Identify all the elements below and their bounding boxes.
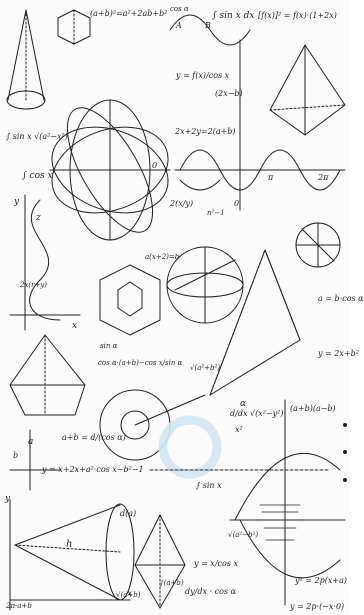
formula-label: √(a+b) <box>116 591 141 599</box>
formula-label: 0 <box>152 161 158 170</box>
formula-label: a <box>28 437 34 447</box>
formula-label: √(a²−b²) <box>228 531 259 539</box>
formula-label: y = x/cos x <box>194 559 238 568</box>
math-doodle-background: (a+b)²=a²+2ab+b² cos α ∫ sin x dx [f(x)]… <box>5 5 364 611</box>
formula-label: 2π·a+b <box>6 602 32 610</box>
polyhedron-sketch <box>99 264 161 336</box>
formula-label: a = b·cos α <box>318 294 364 303</box>
formula-label: 2x+2y=2(a+b) <box>175 127 236 136</box>
pentagon-pyramid <box>9 334 86 416</box>
formula-label: a(x+2)=b <box>145 253 180 261</box>
formula-label: x² <box>235 425 243 434</box>
wave-top <box>169 14 251 46</box>
formula-label: (a+b)(a−b) <box>290 404 336 413</box>
formula-label: 2x(r+y) <box>20 281 48 289</box>
formula-label: z <box>36 213 41 223</box>
formula-label: √(a²+b²) <box>190 364 221 372</box>
formula-label: π <box>268 173 274 182</box>
circle-radii-sketch <box>295 222 341 268</box>
formula-label: d(a) <box>120 509 137 518</box>
bullet-dots <box>343 423 347 482</box>
tetrahedron-sketch <box>209 249 301 396</box>
pyramid-sketch <box>269 44 346 136</box>
formula-label: (2x−b) <box>215 89 243 98</box>
formula-label: a+b = d/(cos α) <box>62 433 126 442</box>
formula-label: 0 <box>234 199 240 208</box>
formula-label: sin α <box>100 342 118 350</box>
sphere-sketch <box>166 246 244 324</box>
formula-label: ∫ sin x dx <box>212 11 255 21</box>
formula-label: [f(x)]² = f(x)·(1+2x) <box>258 11 337 20</box>
formula-label: ∫ sin x √(a²−x²) <box>6 132 68 141</box>
formula-label: (a+b)²=a²+2ab+b² <box>90 9 168 18</box>
formula-label: B <box>205 21 211 30</box>
formula-label: y = 2x+b² <box>318 349 359 358</box>
cone-lying <box>14 503 135 601</box>
watermark-logo <box>158 415 222 479</box>
formula-label: y² = 2p(x+a) <box>295 576 347 585</box>
formula-label: x <box>72 321 78 331</box>
formula-label: h <box>66 539 73 550</box>
shaded-graph <box>229 399 346 606</box>
orbit-ellipses <box>49 99 171 241</box>
formula-label: d/dx √(x²−y²) <box>230 409 284 418</box>
sine-graph <box>174 39 346 211</box>
formula-label: x <box>127 589 133 599</box>
formula-label: n²−1 <box>207 209 225 217</box>
formula-label: ∫(a+b) <box>160 579 184 587</box>
curve-axis-left <box>9 194 81 331</box>
formula-label: ∫ cos x <box>22 171 53 181</box>
formula-label: y <box>14 197 20 207</box>
formula-label: ∫ sin x <box>196 481 222 490</box>
doodle-drawing <box>6 9 347 611</box>
formula-label: α <box>240 399 247 409</box>
formula-label: cos α <box>170 5 189 13</box>
formula-label: y = 2p·(−x·0) <box>290 602 345 611</box>
formula-label: y = x+2x+a²·cos x−b²−1 <box>42 465 144 474</box>
formula-label: A <box>176 21 182 30</box>
cone-sketch <box>6 9 46 110</box>
axes-bottom <box>9 499 131 611</box>
angle-diagram <box>9 429 331 491</box>
formula-label: 2π <box>318 173 329 182</box>
octahedron-sketch <box>134 514 186 609</box>
formula-label: 2(x/y) <box>170 199 194 208</box>
formula-label: cos α·(a+b)−cos x/sin α <box>98 359 183 367</box>
formula-label: b <box>13 451 19 460</box>
formula-label: y <box>5 494 11 504</box>
formula-label: y = f(x)/cos x <box>176 71 230 80</box>
concentric-circle <box>99 389 206 461</box>
hexagon-sketch <box>57 9 91 45</box>
formula-label: dy/dx · cos α <box>185 587 236 596</box>
